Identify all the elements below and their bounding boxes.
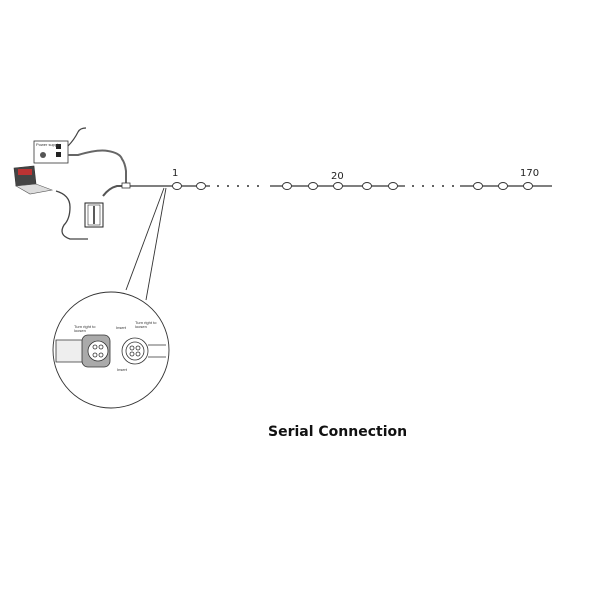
node-label-middle: 20 xyxy=(331,171,344,182)
pixel-node xyxy=(362,182,372,190)
pixel-node xyxy=(308,182,318,190)
pixel-node xyxy=(172,182,182,190)
power-supply-icon xyxy=(33,127,127,185)
connector-detail-icon xyxy=(55,334,166,368)
ellipsis-dots xyxy=(217,185,454,187)
connector-label-insert-top: Insert xyxy=(116,325,127,330)
controller-icon xyxy=(84,185,127,228)
pixel-node xyxy=(196,182,206,190)
connector-label-turn-left: Turn right to loosen xyxy=(74,324,96,333)
pixel-node xyxy=(282,182,292,190)
pixel-node xyxy=(333,182,343,190)
pixel-node xyxy=(473,182,483,190)
pixel-node xyxy=(498,182,508,190)
pixel-node xyxy=(388,182,398,190)
pixel-nodes xyxy=(172,182,533,190)
magnifier-callout xyxy=(52,187,170,409)
connector-label-insert-bottom: Insert xyxy=(117,367,128,372)
node-label-last: 170 xyxy=(520,168,540,179)
node-label-first: 1 xyxy=(172,168,179,179)
laptop-icon xyxy=(13,165,88,240)
diagram-caption: Serial Connection xyxy=(268,424,408,440)
pixel-node xyxy=(523,182,533,190)
power-supply-label: Power supply xyxy=(36,142,61,147)
connector-label-turn-right: Turn right to loosen xyxy=(135,320,157,329)
